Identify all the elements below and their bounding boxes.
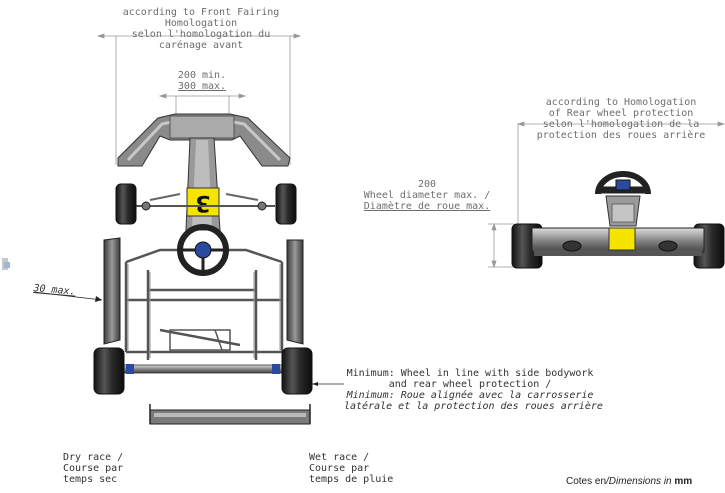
kart-top-view: 3 — [33, 113, 344, 425]
rear-protection-annotation: according to Homologation of Rear wheel … — [536, 97, 706, 141]
dimensions-unit-footer: Cotes en/Dimensions in mm — [566, 476, 693, 487]
right-side-pod — [286, 239, 304, 345]
rear-right-wheel — [281, 347, 313, 395]
rear-view-steering-wheel — [595, 171, 651, 195]
number-plate — [186, 187, 220, 217]
dry-race-label: Dry race / Course par temps sec — [63, 452, 124, 485]
kart-rear-view — [488, 121, 725, 269]
front-fairing-dimension — [96, 33, 302, 165]
wheel-diameter-annotation: 200 Wheel diameter max. / Diamètre de ro… — [363, 179, 491, 212]
rear-left-wheel — [93, 347, 125, 395]
front-left-wheel — [115, 183, 137, 225]
front-fairing-annotation: according to Front Fairing Homologation … — [122, 7, 280, 51]
number-plate-label: 3 — [195, 190, 210, 215]
minimum-wheel-note: Minimum: Wheel in line with side bodywor… — [344, 368, 603, 412]
bumper-width-annotation: 200 min. 300 max. — [177, 70, 227, 92]
rear-number-plate — [608, 227, 636, 251]
wet-race-label: Wet race / Course par temps de pluie — [309, 452, 394, 485]
brand-logo-mark — [2, 258, 10, 270]
left-side-pod — [103, 237, 121, 345]
steering-wheel — [177, 224, 229, 276]
front-right-wheel — [275, 183, 297, 225]
